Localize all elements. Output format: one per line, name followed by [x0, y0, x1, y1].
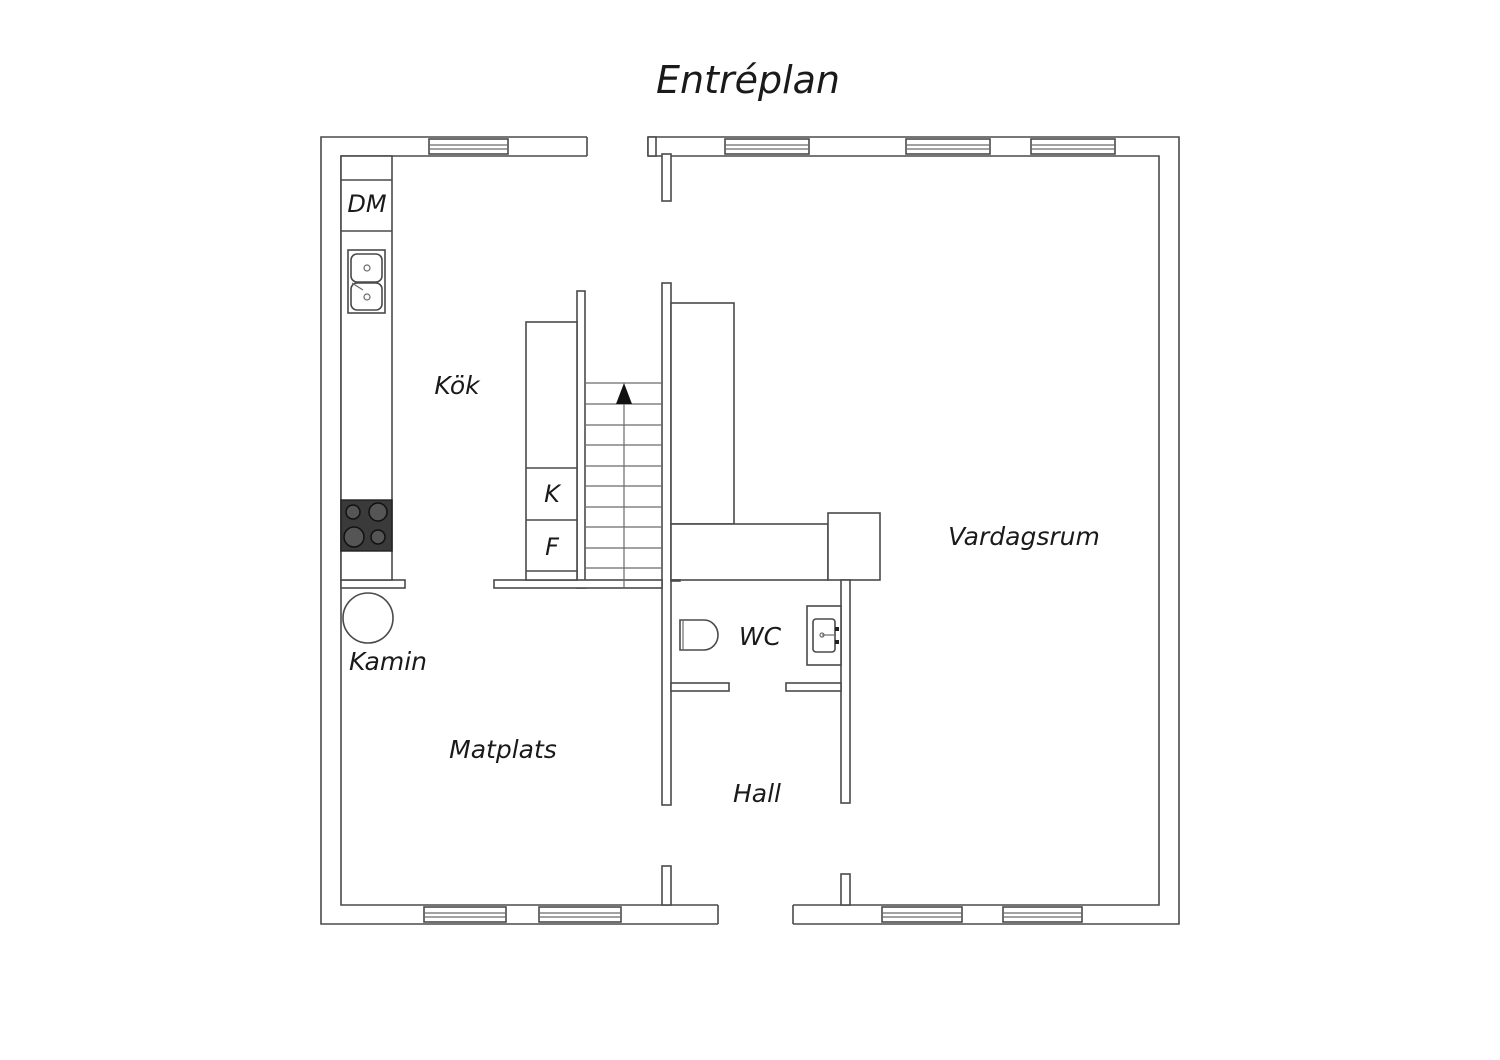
dishwasher-label: DM [347, 190, 386, 218]
fireplace-label: Kamin [349, 647, 427, 676]
window [428, 138, 509, 155]
fireplace-icon [342, 592, 394, 644]
washbasin-icon [806, 605, 842, 666]
window [423, 906, 507, 923]
room-label-kitchen: Kök [434, 371, 481, 400]
fridge-freezer: K F [525, 321, 578, 581]
sink-icon [347, 249, 386, 314]
room-label-wc: WC [739, 622, 782, 651]
plan-title: Entréplan [656, 58, 840, 102]
window [538, 906, 622, 923]
toilet-icon [679, 619, 719, 651]
window [724, 138, 810, 155]
room-label-hall: Hall [733, 779, 781, 808]
room-label-living-room: Vardagsrum [948, 522, 1100, 551]
interior-walls [340, 136, 881, 906]
stair-arrow-icon [616, 383, 632, 404]
window [1030, 138, 1116, 155]
fridge-label: K [544, 480, 562, 508]
windows [423, 138, 1116, 923]
window [881, 906, 963, 923]
window [905, 138, 991, 155]
stove-icon [340, 499, 393, 552]
kitchen-counter: DM [340, 155, 393, 581]
window [1002, 906, 1083, 923]
freezer-label: F [545, 533, 560, 561]
staircase [585, 382, 662, 588]
room-label-dining: Matplats [449, 735, 557, 764]
